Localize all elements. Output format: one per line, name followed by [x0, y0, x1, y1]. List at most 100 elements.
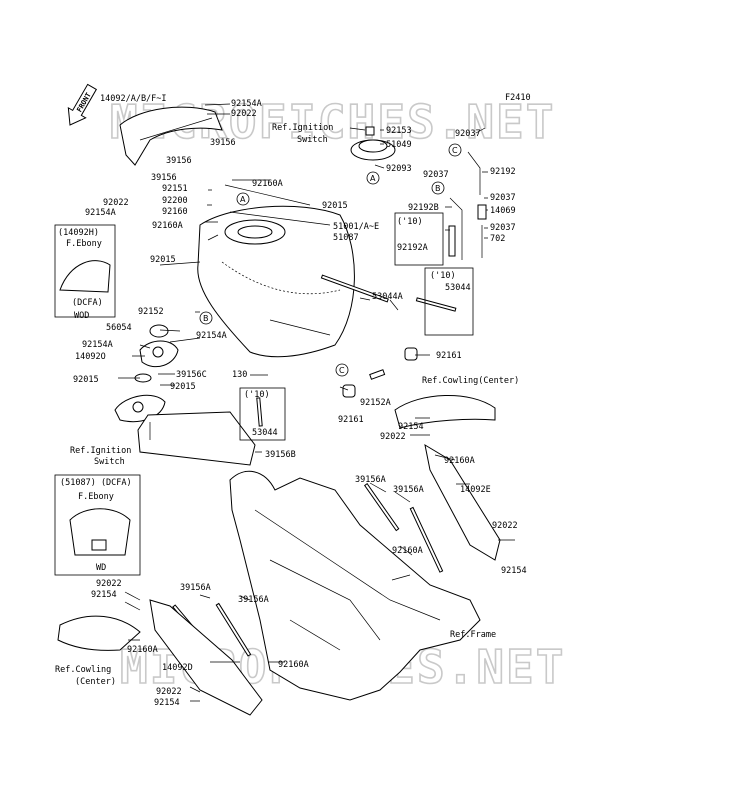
part-label: 92160A	[127, 645, 158, 655]
part-label: (DCFA)	[72, 298, 103, 308]
grommet-92161-b	[342, 384, 356, 398]
part-label: 92037	[455, 129, 481, 139]
part-label: 702	[490, 234, 505, 244]
side-cover-d-part	[149, 599, 263, 716]
tank-cover-part	[119, 106, 223, 166]
callout-a-2: A	[366, 171, 380, 185]
svg-text:B: B	[203, 314, 209, 323]
part-label: 92161	[436, 351, 462, 361]
part-label: 92015	[73, 375, 99, 385]
part-label: 39156A	[393, 485, 424, 495]
part-label: ('10)	[397, 217, 423, 227]
part-label: 92093	[386, 164, 412, 174]
part-label: 51049	[386, 140, 412, 150]
part-label: 92154A	[85, 208, 116, 218]
part-label: 92037	[490, 193, 516, 203]
cowling-center-lower-part	[57, 615, 141, 651]
part-label: 39156A	[355, 475, 386, 485]
part-label: Ref.Cowling(Center)	[422, 376, 519, 386]
part-label: 92022	[231, 109, 257, 119]
part-label: F.Ebony	[78, 492, 114, 502]
leader-lines	[118, 103, 515, 702]
part-label: 39156C	[176, 370, 207, 380]
part-label: 92161	[338, 415, 364, 425]
part-label: ('10)	[244, 390, 270, 400]
strip-39156a-d	[215, 602, 252, 657]
part-label: 39156A	[238, 595, 269, 605]
part-label: 92154	[91, 590, 117, 600]
callout-b-1: B	[199, 311, 213, 325]
callout-c-1: C	[335, 363, 349, 377]
part-label: 130	[232, 370, 247, 380]
callout-b-2: B	[431, 181, 445, 195]
part-label: 92015	[170, 382, 196, 392]
part-label: 39156	[166, 156, 192, 166]
part-label: F.Ebony	[66, 239, 102, 249]
svg-text:A: A	[370, 174, 376, 183]
part-label: 92015	[150, 255, 176, 265]
grommet-92161-a	[404, 347, 418, 361]
part-label: 92154A	[196, 331, 227, 341]
part-label: 92154	[501, 566, 527, 576]
part-label: WD	[96, 563, 106, 573]
callout-c-2: C	[448, 143, 462, 157]
part-label: 92154	[398, 422, 424, 432]
part-label: 92160A	[392, 546, 423, 556]
inset-10-b	[424, 267, 474, 336]
part-label: 92022	[492, 521, 518, 531]
part-label: Ref.Ignition	[70, 446, 131, 456]
part-label: 14092E	[460, 485, 491, 495]
fuel-cap-part	[350, 126, 396, 161]
part-label: Ref.Cowling	[55, 665, 111, 675]
part-label: 92153	[386, 126, 412, 136]
part-label: 92037	[423, 170, 449, 180]
part-label: 53044	[252, 428, 278, 438]
strip-39156a-a	[363, 483, 400, 532]
part-label: 92160A	[278, 660, 309, 670]
part-label: Ref.Ignition	[272, 123, 333, 133]
part-label: Ref.Frame	[450, 630, 496, 640]
part-label: 92152	[138, 307, 164, 317]
part-label: 92192B	[408, 203, 439, 213]
part-label: 92022	[156, 687, 182, 697]
part-label: 14092D	[162, 663, 193, 673]
ignition-bracket-part	[139, 340, 179, 368]
part-label: 39156A	[180, 583, 211, 593]
part-label: 92200	[162, 196, 188, 206]
part-label: 92160A	[152, 221, 183, 231]
part-label: 92022	[96, 579, 122, 589]
inset-wod	[54, 224, 116, 318]
part-label: 92151	[162, 184, 188, 194]
part-label: (51087) (DCFA)	[60, 478, 132, 488]
inset-wd	[54, 474, 141, 576]
part-label: 92154A	[82, 340, 113, 350]
part-label: 39156	[210, 138, 236, 148]
cowling-center-part	[394, 394, 496, 429]
frame-part	[229, 470, 481, 701]
inset-10-c	[239, 387, 286, 441]
svg-text:C: C	[339, 366, 345, 375]
callout-a-1: A	[236, 192, 250, 206]
part-label: 14069	[490, 206, 516, 216]
breather-hoses	[415, 151, 487, 312]
part-label: 92037	[490, 223, 516, 233]
part-label: 92154A	[231, 99, 262, 109]
figure-code: F2410	[505, 93, 531, 103]
seal-strip-part	[320, 274, 389, 303]
part-label: 14092O	[75, 352, 106, 362]
part-label: 14092/A/B/F~I	[100, 94, 167, 104]
part-label: 51087	[333, 233, 359, 243]
part-label: 92160A	[252, 179, 283, 189]
part-label: 92154	[154, 698, 180, 708]
svg-text:A: A	[240, 195, 246, 204]
part-labels: 14092/A/B/F~I 92154A 92022 39156 39156 3…	[55, 94, 527, 708]
fuel-tank-part	[197, 205, 355, 358]
part-label: (14092H)	[58, 228, 99, 238]
part-label: (Center)	[75, 677, 116, 687]
part-label: ('10)	[430, 271, 456, 281]
part-label: 92160A	[444, 456, 475, 466]
part-label: 53044	[445, 283, 471, 293]
part-label: 39156	[151, 173, 177, 183]
part-label: 92152A	[360, 398, 391, 408]
